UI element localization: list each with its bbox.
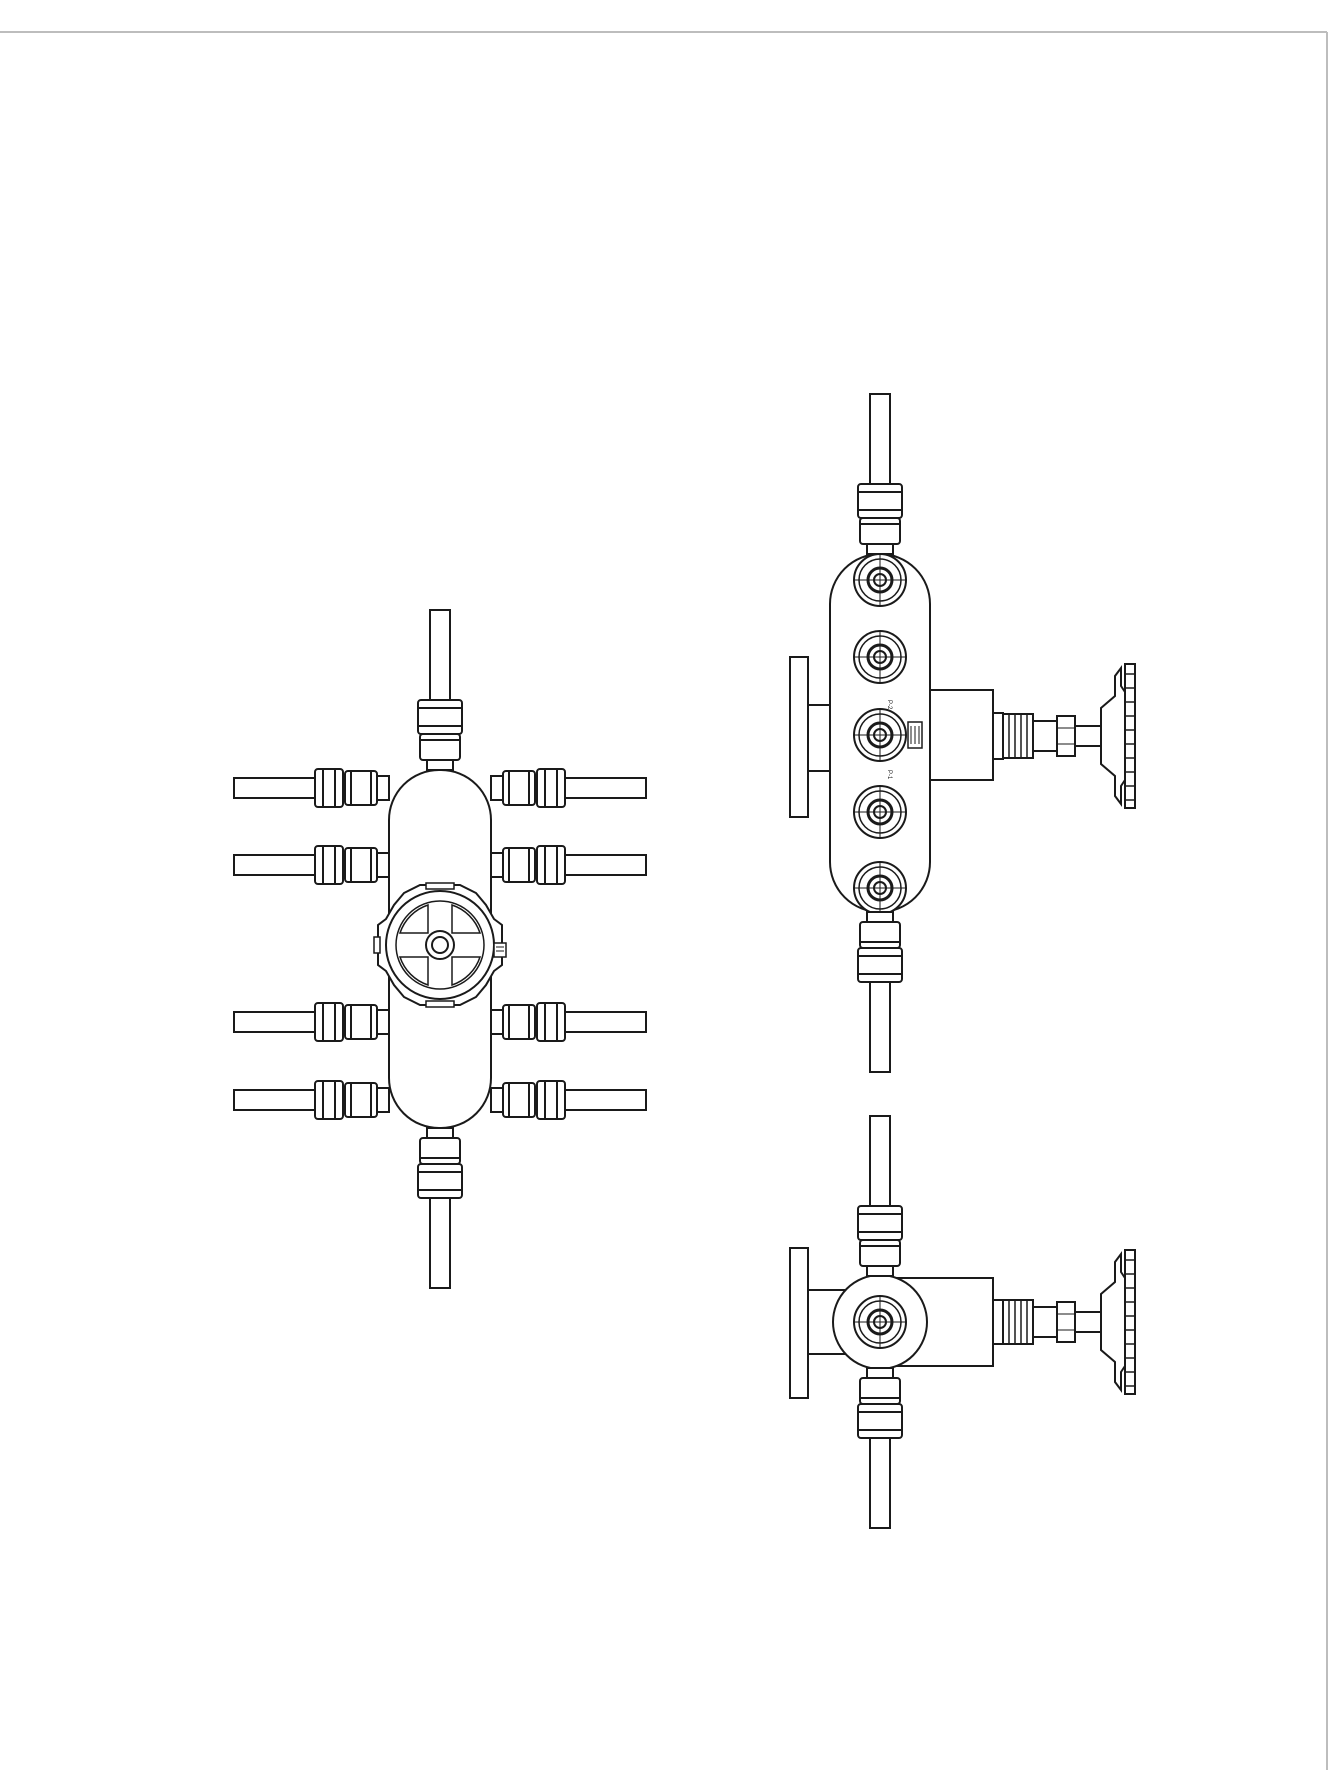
side-port-icon <box>852 860 908 916</box>
side-port-icon <box>852 707 908 763</box>
end-view <box>789 1115 1136 1529</box>
side-port-icon <box>852 629 908 685</box>
front-bottom-fitting <box>417 1127 463 1289</box>
side-top-fitting <box>857 393 903 555</box>
end-bottom-fitting <box>857 1367 903 1529</box>
front-right-fitting <box>490 1080 647 1120</box>
front-view <box>233 609 647 1289</box>
front-handwheel-icon <box>373 882 507 1008</box>
front-left-fitting <box>233 1080 390 1120</box>
end-top-fitting <box>857 1115 903 1277</box>
front-left-fitting <box>233 1002 390 1042</box>
side-tiny-label: P-2 <box>886 700 892 710</box>
front-top-fitting <box>417 609 463 771</box>
front-right-fitting <box>490 845 647 885</box>
side-bottom-fitting <box>857 911 903 1073</box>
side-view: P-2 P-1 <box>789 393 1136 1073</box>
front-right-fitting <box>490 768 647 808</box>
side-handwheel-icon <box>1002 663 1136 809</box>
side-tag <box>907 721 923 749</box>
side-flange-icon <box>789 656 831 818</box>
front-left-fitting <box>233 768 390 808</box>
end-port-icon <box>852 1294 908 1350</box>
front-left-fitting <box>233 845 390 885</box>
side-port-icon <box>852 552 908 608</box>
end-handwheel-icon <box>1002 1249 1136 1395</box>
front-right-fitting <box>490 1002 647 1042</box>
sheet-border <box>0 31 1328 1770</box>
side-port-icon <box>852 784 908 840</box>
side-tiny-label: P-1 <box>886 770 892 780</box>
